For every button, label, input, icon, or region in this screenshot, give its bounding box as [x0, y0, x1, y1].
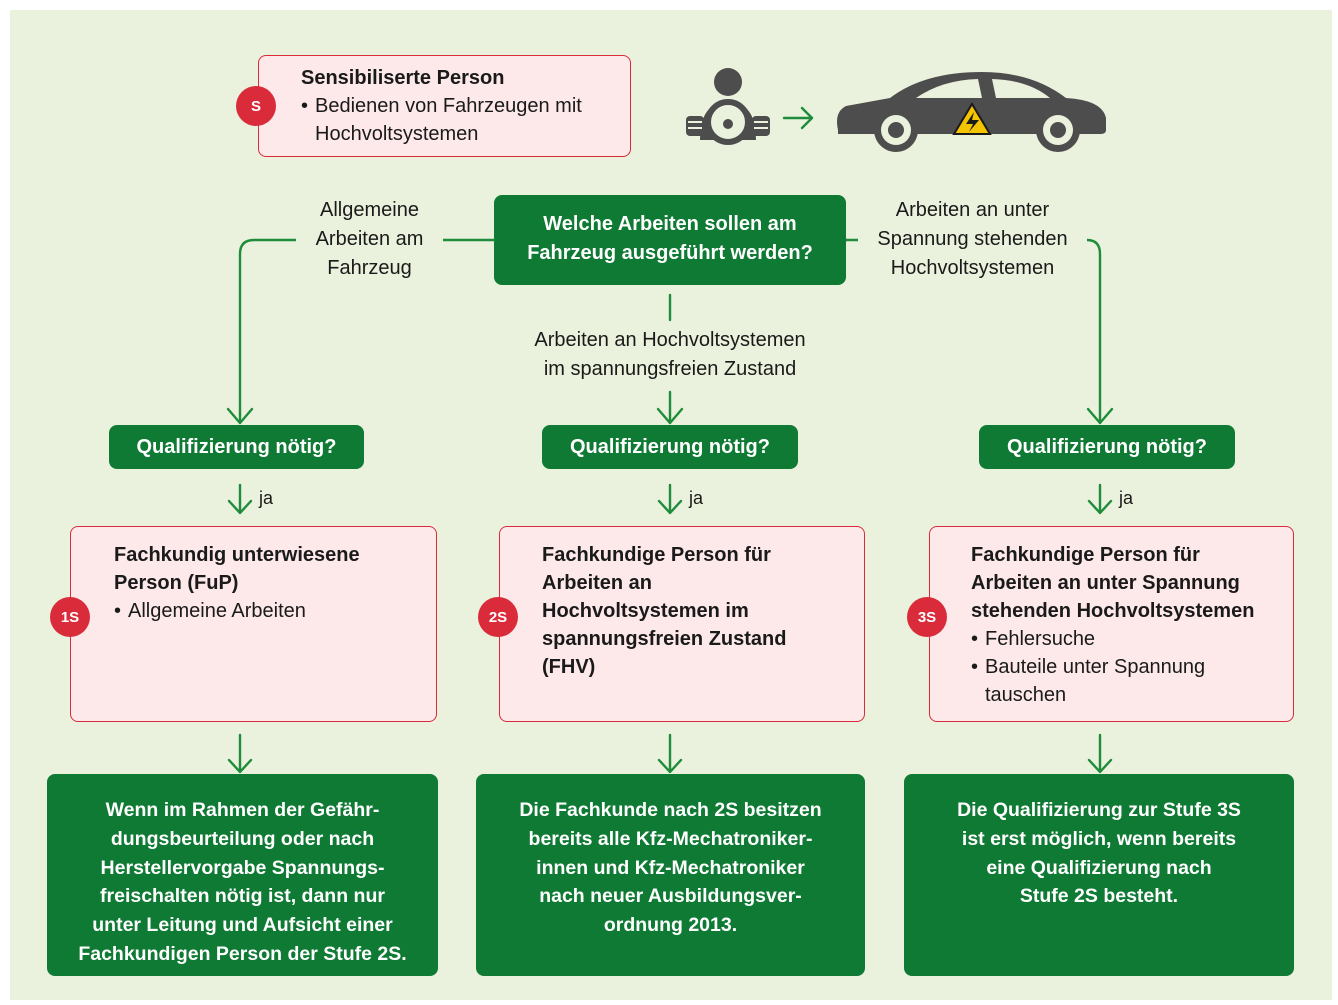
- info-1s-line2: dungsbeurteilung oder nach: [110, 827, 375, 850]
- level-2s-title-line4: spannungsfreien Zustand: [542, 628, 787, 650]
- level-1s-item-1: Allgemeine Arbeiten: [114, 597, 424, 625]
- arrow-right-icon: [782, 106, 814, 130]
- branch-label-right-line1: Arbeiten an unter: [895, 199, 1050, 221]
- answer-ja-3: ja: [1119, 488, 1134, 508]
- branch-label-left-line3: Fahrzeug: [327, 257, 412, 279]
- branch-label-center-line1: Arbeiten an Hochvoltsystemen: [534, 329, 806, 351]
- level-1s-list: Allgemeine Arbeiten: [114, 597, 424, 625]
- info-2s-line2: bereits alle Kfz-Mechatroniker-: [528, 827, 813, 850]
- info-3s-line2: ist erst möglich, wenn bereits: [961, 827, 1237, 850]
- badge-2s: 2S: [478, 597, 518, 637]
- sensitized-person-box: Sensibiliserte Person Bedienen von Fahrz…: [258, 55, 631, 157]
- electric-car-icon: [837, 72, 1106, 152]
- level-2s-box: Fachkundige Person für Arbeiten an Hochv…: [499, 526, 865, 722]
- level-3s-item-1: Fehlersuche: [971, 625, 1283, 653]
- level-1s-title-line1: Fachkundig unterwiesene: [114, 544, 360, 566]
- branch-label-left-line1: Allgemeine: [320, 199, 419, 221]
- level-2s-title-line3: Hochvoltsystemen im: [542, 600, 749, 622]
- branch-label-right-line2: Spannung stehenden: [877, 228, 1068, 250]
- level-3s-title-line1: Fachkundige Person für: [971, 544, 1200, 566]
- level-2s-title-line1: Fachkundige Person für: [542, 544, 771, 566]
- main-question-box: Welche Arbeiten sollen am Fahrzeug ausge…: [494, 195, 846, 285]
- qualification-question-1: Qualifizierung nötig?: [109, 425, 364, 469]
- badge-s: S: [236, 86, 276, 126]
- branch-label-left-line2: Arbeiten am: [315, 228, 424, 250]
- info-1s-line4: freischalten nötig ist, dann nur: [100, 885, 385, 908]
- badge-1s: 1S: [50, 597, 90, 637]
- sensitized-person-item: Bedienen von Fahrzeugen mit Hochvoltsyst…: [301, 92, 618, 148]
- level-3s-item-2: Bauteile unter Spannung tauschen: [971, 653, 1255, 709]
- level-1s-box: Fachkundig unterwiesene Person (FuP) All…: [70, 526, 437, 722]
- info-2s-line5: ordnung 2013.: [603, 914, 738, 937]
- branch-label-right-line3: Hochvoltsystemen: [890, 257, 1055, 279]
- level-3s-title-line2: Arbeiten an unter Spannung: [971, 572, 1240, 594]
- info-2s-line4: nach neuer Ausbildungsver-: [539, 885, 802, 908]
- info-1s-line3: Herstellervorgabe Spannungs-: [100, 856, 385, 879]
- branch-label-left: Allgemeine Arbeiten am Fahrzeug: [296, 196, 443, 283]
- branch-label-center: Arbeiten an Hochvoltsystemen im spannung…: [505, 326, 835, 384]
- branch-label-center-line2: im spannungsfreien Zustand: [543, 358, 797, 380]
- level-3s-box: Fachkundige Person für Arbeiten an unter…: [929, 526, 1294, 722]
- info-1s-line6: Fachkundigen Person der Stufe 2S.: [78, 942, 407, 965]
- answer-ja-1: ja: [259, 488, 274, 508]
- level-1s-title-line2: Person (FuP): [114, 572, 239, 594]
- level-2s-title-line5: (FHV): [542, 656, 596, 678]
- info-3s-line4: Stufe 2S besteht.: [1019, 885, 1179, 908]
- info-box-2s: Die Fachkunde nach 2S besitzen bereits a…: [476, 774, 865, 976]
- info-2s-line1: Die Fachkunde nach 2S besitzen: [519, 799, 822, 821]
- branch-label-right: Arbeiten an unter Spannung stehenden Hoc…: [858, 196, 1087, 283]
- qualification-question-2: Qualifizierung nötig?: [542, 425, 798, 469]
- answer-ja-2: ja: [689, 488, 704, 508]
- level-3s-title-line3: stehenden Hochvoltsystemen: [971, 600, 1255, 622]
- info-box-3s: Die Qualifizierung zur Stufe 3S ist erst…: [904, 774, 1294, 976]
- badge-3s: 3S: [907, 597, 947, 637]
- info-3s-line3: eine Qualifizierung nach: [986, 856, 1212, 879]
- driver-icon: [686, 68, 770, 145]
- main-question-line2: Fahrzeug ausgeführt werden?: [527, 242, 813, 264]
- qualification-question-3: Qualifizierung nötig?: [979, 425, 1235, 469]
- info-3s-line1: Die Qualifizierung zur Stufe 3S: [957, 799, 1241, 821]
- level-2s-title-line2: Arbeiten an: [542, 572, 653, 594]
- main-question-line1: Welche Arbeiten sollen am: [543, 213, 797, 235]
- info-2s-line3: innen und Kfz-Mechatroniker: [536, 856, 805, 879]
- info-1s-line1: Wenn im Rahmen der Gefähr-: [105, 799, 380, 821]
- info-box-1s: Wenn im Rahmen der Gefähr- dungsbeurteil…: [47, 774, 438, 976]
- info-1s-line5: unter Leitung und Aufsicht einer: [92, 914, 393, 937]
- sensitized-person-title: Sensibiliserte Person: [301, 67, 505, 89]
- sensitized-person-list: Bedienen von Fahrzeugen mit Hochvoltsyst…: [301, 92, 618, 148]
- level-3s-list: Fehlersuche Bauteile unter Spannung taus…: [971, 625, 1283, 709]
